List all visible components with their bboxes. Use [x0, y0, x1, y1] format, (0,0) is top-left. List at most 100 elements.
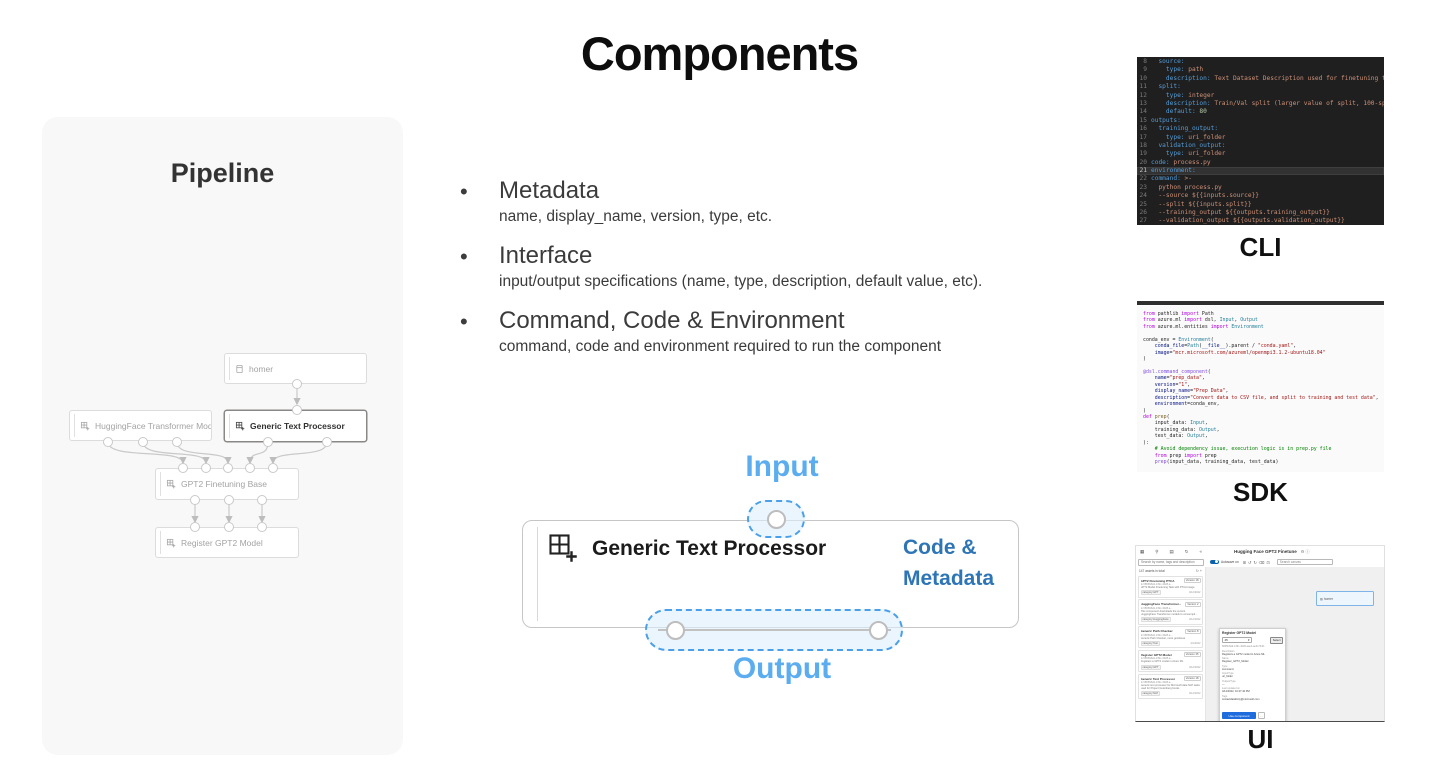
select-button[interactable]: Select	[1270, 636, 1283, 644]
asset-id: ⊞ 6865b8a9-139c-4028-a...	[1140, 681, 1173, 685]
detail-field-label: Tags	[1222, 694, 1228, 698]
autosave-label: Autosave on	[1221, 560, 1239, 564]
asset-id: ⊞ 6865b8a9-139c-4028-a...	[1140, 583, 1173, 586]
asset-name: Generic Text Processor	[1140, 676, 1176, 681]
refresh-icon: ↻	[1184, 548, 1189, 554]
ui-results-row: 147 assets in total ↻ +	[1136, 567, 1205, 574]
cli-code-line: 26 --training_output ${{outputs.training…	[1139, 209, 1330, 217]
asset-description: This component downloads the current Hug…	[1140, 609, 1198, 616]
ui-asset-search-input[interactable]: Search by name, tags and description	[1138, 558, 1204, 566]
detail-field-label: 6865b8a9-139c-4028-aae3-ae4c7340...	[1222, 645, 1267, 648]
sdk-code-line: def prep(	[1143, 414, 1170, 420]
asset-tag: category:GPT	[1140, 664, 1161, 670]
more-options-button[interactable]: …	[1258, 712, 1265, 719]
asset-name: GPT2 Finetuning PTCA	[1140, 578, 1175, 583]
input-port	[767, 510, 786, 529]
pipeline-node-huggingface-transformer-model[interactable]: HuggingFace Transformer Model	[69, 410, 212, 441]
chevron-down-icon: ▾	[1247, 638, 1250, 642]
ui-canvas-toolbar-icons: ⊞↺↻⌫⊡	[1242, 559, 1272, 565]
detail-field-label: Input/Type	[1222, 672, 1234, 675]
asset-name: HuggingFace Transformer...	[1140, 602, 1182, 607]
sdk-label: SDK	[1233, 477, 1288, 507]
bullet-dot: •	[460, 244, 468, 269]
bullet-desc: input/output specifications (name, type,…	[499, 273, 983, 290]
asset-tag: category:Test	[1140, 640, 1160, 646]
cli-code-line: 17 type: uri_folder	[1139, 133, 1226, 141]
sdk-code-line: input_data: Input,	[1143, 420, 1208, 427]
ui-screenshot: ▦⚲▤↻« Hugging Face GPT2 Finetune ⚙ ⓘ Sea…	[1135, 545, 1385, 722]
detail-title: Register GPT2 Model	[1222, 631, 1257, 635]
ui-nav-icons: ▦⚲▤↻«	[1136, 549, 1206, 555]
asset-tag: category:GPT	[1140, 590, 1161, 596]
cli-code-line: 13 description: Train/Val split (larger …	[1139, 99, 1384, 107]
pipeline-node-label: GPT2 Finetuning Base	[181, 479, 267, 489]
cli-code-line: 25 --split ${{inputs.split}}	[1139, 200, 1252, 208]
output-label: Output	[732, 652, 832, 685]
version-dropdown[interactable]: 45▾	[1222, 637, 1252, 643]
detail-field-value: command	[1222, 667, 1234, 671]
ui-label: UI	[1247, 724, 1274, 754]
bullet-desc: command, code and environment required t…	[499, 338, 942, 355]
component-icon	[80, 421, 90, 431]
sdk-code-line: ):	[1143, 439, 1149, 446]
detail-field-value: Register_GPT2_Model	[1222, 660, 1249, 663]
sdk-code-line: # Avoid dependency issue, execution logi…	[1143, 446, 1332, 453]
asset-tag: category:HuggingFace	[1140, 617, 1171, 623]
cli-code-line: 16 training_output:	[1139, 125, 1219, 133]
sdk-code-line: @dsl.command_component(	[1143, 368, 1211, 375]
autosave-toggle[interactable]	[1210, 559, 1219, 565]
asset-name: Generic Path Checker	[1140, 629, 1173, 634]
ui-topbar: ▦⚲▤↻« Hugging Face GPT2 Finetune ⚙ ⓘ	[1136, 546, 1384, 557]
asset-version-badge: Version 18	[1183, 676, 1201, 682]
asset-id: ⊞ 6865b8a9-139c-4028-a...	[1140, 606, 1173, 610]
detail-field-label: Last updated on	[1222, 687, 1240, 690]
refresh-add-icons[interactable]: ↻ +	[1195, 568, 1202, 573]
asset-tag: category:NLP	[1140, 691, 1161, 697]
asset-version-badge: Version 8	[1185, 628, 1201, 634]
sdk-code-line: )	[1143, 407, 1146, 414]
component-icon	[546, 531, 579, 569]
ui-asset-card[interactable]: GPT2 Finetuning PTCA Version 18 ⊞ 6865b8a9…	[1138, 575, 1203, 598]
search-icon: ⚲	[1155, 548, 1159, 554]
asset-date: 4/12/2022	[1188, 665, 1201, 669]
pipeline-node-generic-text-processor[interactable]: Generic Text Processor	[224, 410, 367, 442]
asset-description: Generic Path Checker, more goodness	[1140, 636, 1186, 640]
sdk-code-line: conda_env = Environment(	[1143, 336, 1214, 343]
cli-code-line: 12 type: integer	[1139, 91, 1215, 99]
asset-version-badge: Version 18	[1183, 578, 1201, 583]
pipeline-node-homer[interactable]: homer	[224, 353, 367, 384]
ui-asset-card[interactable]: HuggingFace Transformer...Version 2⊞ 686…	[1138, 599, 1203, 625]
detail-field-label: Description	[1222, 649, 1235, 653]
use-component-button[interactable]: Use component	[1222, 712, 1256, 719]
ui-detail-panel: Register GPT2 Model 45▾ Select 6865b8a9-…	[1219, 628, 1286, 721]
pipeline-node-register-gpt2-model[interactable]: Register GPT2 Model	[155, 527, 299, 558]
ui-canvas: ▧ homer Register GPT2 Model 45▾ Select 6…	[1206, 567, 1384, 721]
cli-code-line: 11 split:	[1139, 83, 1181, 91]
asset-name: Register GPT2 Model	[1140, 652, 1172, 657]
sdk-code-line: test_data: Output,	[1143, 433, 1208, 440]
pipeline-node-label: homer	[249, 363, 274, 374]
bullet-desc: name, display_name, version, type, etc.	[499, 208, 773, 225]
cli-code-line: 8 source:	[1143, 58, 1185, 65]
ui-canvas-node-homer[interactable]: ▧ homer	[1316, 591, 1374, 606]
asset-description: GPT2 Model Finetuning Task with PTCA ima…	[1140, 586, 1195, 589]
grid-icon: ▦	[1140, 548, 1145, 554]
pipeline-node-gpt2-finetuning-base[interactable]: GPT2 Finetuning Base	[155, 468, 299, 500]
cli-code-line: 9 type: path	[1143, 66, 1204, 74]
sdk-code-line: name="prep_data",	[1143, 375, 1205, 382]
ui-asset-card[interactable]: Generic Text Processor Version 18 ⊞ 6865b8…	[1138, 673, 1203, 699]
ui-asset-list-panel: 147 assets in total ↻ + GPT2 Finetuning …	[1136, 567, 1206, 721]
sdk-code-line: image="mcr.microsoft.com/azureml/openmpi…	[1143, 349, 1326, 356]
component-icon	[166, 479, 176, 489]
sdk-divider	[1137, 301, 1384, 305]
search-canvas-input[interactable]: Search canvas	[1276, 558, 1333, 566]
